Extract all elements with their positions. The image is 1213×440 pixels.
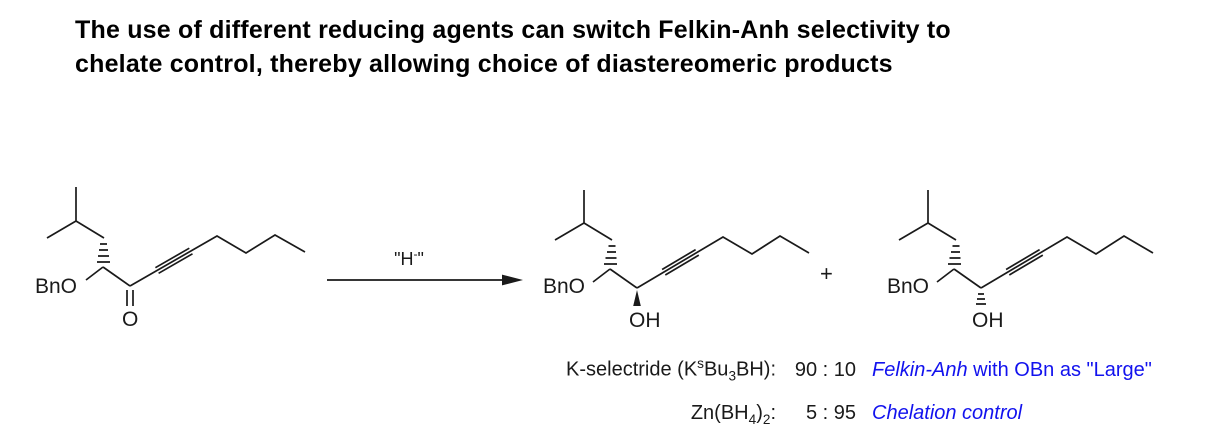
ratio-cell: 90 : 10 xyxy=(794,358,856,381)
hashed-stereo-bond xyxy=(97,243,110,263)
skeleton-bonds xyxy=(554,190,638,289)
selectivity-row-k-selectride: K-selectride (KsBu3BH): 90 : 10 Felkin-A… xyxy=(520,349,1152,391)
hashed-stereo-bond xyxy=(948,245,961,265)
carbonyl-double-bond xyxy=(126,290,134,306)
slide-title-line-2: chelate control, thereby allowing choice… xyxy=(75,50,893,78)
skeleton-bonds xyxy=(46,187,131,287)
plus-sign: + xyxy=(820,261,833,286)
wedge-stereo-bond xyxy=(633,290,641,306)
arrow-head xyxy=(502,274,523,286)
hashed-stereo-bond xyxy=(604,245,617,265)
selectivity-row-zinc-borohydride: Zn(BH4)2: 5 : 95 Chelation control xyxy=(520,399,1152,434)
benzyloxy-label-product2: BnO xyxy=(887,275,930,298)
note-cell: Chelation control xyxy=(872,401,1023,424)
chain-bonds xyxy=(636,235,810,289)
product-structure-chelation xyxy=(898,190,1154,305)
product-structure-felkin xyxy=(554,190,810,306)
ratio-cell: 5 : 95 xyxy=(805,401,856,424)
hydroxyl-label-product1: OH xyxy=(629,309,661,332)
reagent-cell: K-selectride (KsBu3BH): xyxy=(566,356,776,384)
note-cell: Felkin-Anh with OBn as "Large" xyxy=(872,358,1152,381)
triple-bond xyxy=(1005,248,1044,276)
triple-bond xyxy=(154,247,193,275)
hashed-oh-bond xyxy=(976,293,986,305)
slide-title-line-1: The use of different reducing agents can… xyxy=(75,16,951,44)
reactant-structure xyxy=(46,187,306,306)
triple-bond xyxy=(661,248,700,276)
benzyloxy-label-reactant: BnO xyxy=(35,275,78,298)
slide-title: The use of different reducing agents can… xyxy=(75,13,1165,81)
skeleton-bonds xyxy=(898,190,982,289)
hydroxyl-label-product2: OH xyxy=(972,309,1004,332)
selectivity-table: K-selectride (KsBu3BH): 90 : 10 Felkin-A… xyxy=(520,349,1152,440)
chain-bonds xyxy=(980,235,1154,289)
chain-bonds xyxy=(129,234,306,287)
reaction-arrow xyxy=(327,274,523,286)
reagent-cell: Zn(BH4)2: xyxy=(690,401,776,427)
ketone-oxygen-label: O xyxy=(122,308,139,331)
benzyloxy-label-product1: BnO xyxy=(543,275,586,298)
hydride-label: "H-" xyxy=(394,247,424,269)
